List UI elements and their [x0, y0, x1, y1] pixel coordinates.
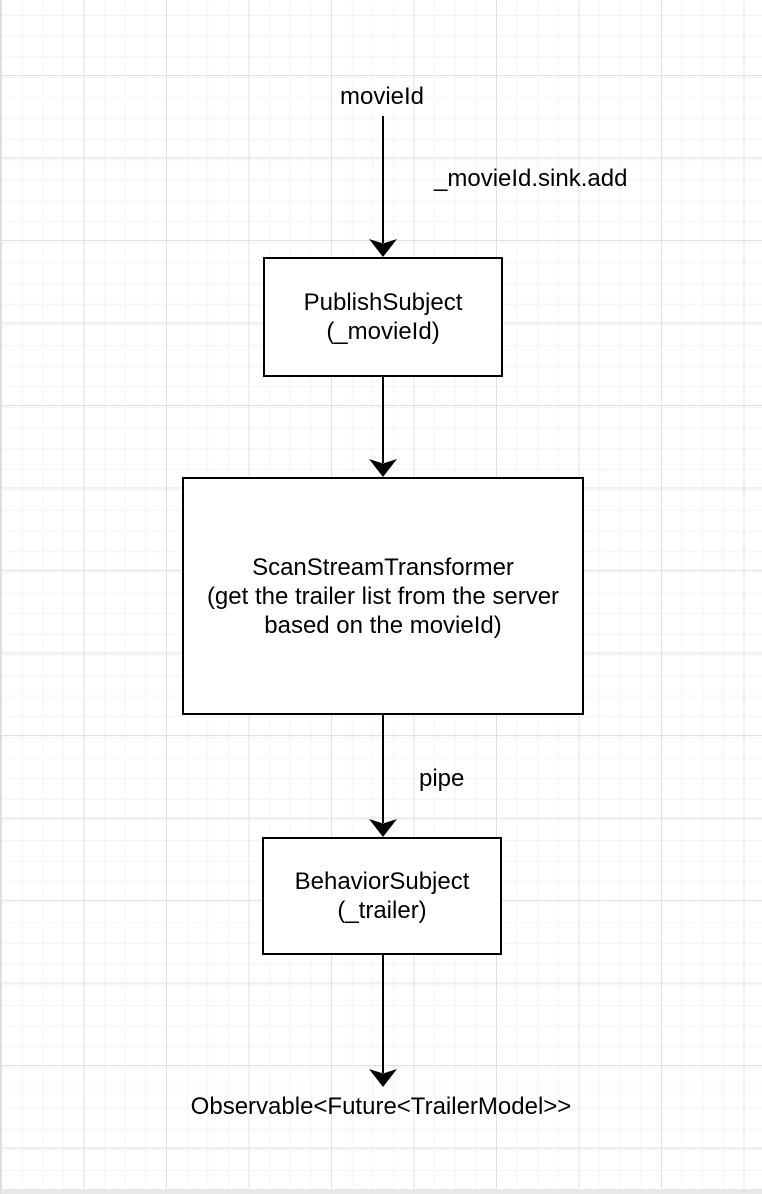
arrowhead-down-icon — [369, 819, 397, 837]
node-publishsubject[interactable]: PublishSubject (_movieId) — [263, 257, 503, 377]
node-behaviorsubject-title: BehaviorSubject — [294, 868, 470, 895]
arrow-shaft — [382, 715, 384, 823]
arrow-shaft — [382, 116, 384, 243]
node-publishsubject-title: PublishSubject — [303, 289, 463, 316]
arrow-shaft — [382, 955, 384, 1073]
arrowhead-down-icon — [369, 239, 397, 257]
arrow-movieid-to-publishsubject[interactable] — [369, 116, 397, 257]
label-edge-movieid-sink-add[interactable]: _movieId.sink.add — [434, 165, 628, 192]
node-publishsubject-subtitle: (_movieId) — [326, 318, 440, 345]
node-scanstream-subtitle-line1: (get the trailer list from the server — [206, 582, 560, 610]
node-scanstream-title: ScanStreamTransformer — [252, 553, 514, 581]
arrow-shaft — [382, 377, 384, 463]
arrow-behaviorsubject-to-output[interactable] — [369, 955, 397, 1087]
label-movieid-input[interactable]: movieId — [339, 83, 425, 110]
page-edge-bottom — [1, 1189, 762, 1194]
node-scanstreamtransformer[interactable]: ScanStreamTransformer (get the trailer l… — [182, 477, 584, 715]
arrow-publishsubject-to-scanstream[interactable] — [369, 377, 397, 477]
node-behaviorsubject[interactable]: BehaviorSubject (_trailer) — [262, 837, 502, 955]
arrowhead-down-icon — [369, 459, 397, 477]
label-observable-output[interactable]: Observable<Future<TrailerModel>> — [190, 1093, 572, 1120]
node-behaviorsubject-subtitle: (_trailer) — [337, 897, 427, 924]
arrow-scanstream-to-behaviorsubject[interactable] — [369, 715, 397, 837]
arrowhead-down-icon — [369, 1069, 397, 1087]
node-scanstream-subtitle-line2: based on the movieId) — [264, 611, 502, 639]
label-edge-pipe[interactable]: pipe — [419, 765, 465, 792]
